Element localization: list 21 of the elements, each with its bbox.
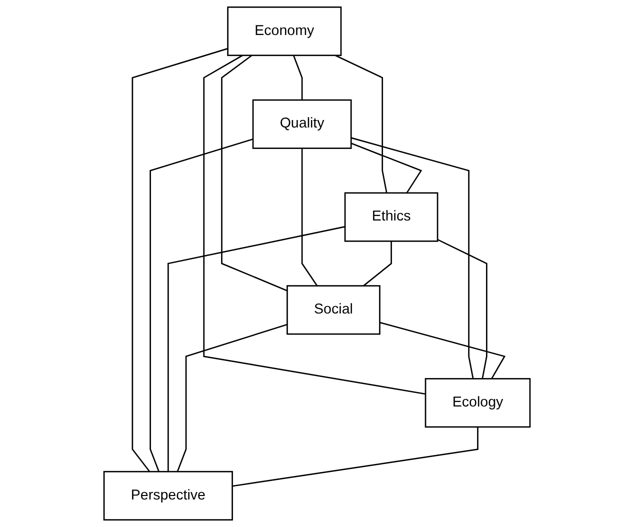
connector xyxy=(150,138,254,472)
connector xyxy=(203,54,426,395)
connector xyxy=(168,226,346,472)
connector xyxy=(292,55,303,100)
connector xyxy=(350,142,422,194)
connector xyxy=(334,54,388,194)
connector xyxy=(380,322,506,380)
connector xyxy=(437,238,488,379)
node-box: Quality xyxy=(252,99,352,149)
connector xyxy=(176,324,288,472)
connector xyxy=(232,426,478,487)
connector xyxy=(221,54,288,292)
connector xyxy=(301,148,318,286)
node-box: Ecology xyxy=(424,378,531,428)
node-box: Social xyxy=(286,285,380,335)
connector xyxy=(350,137,474,379)
connector xyxy=(363,241,392,286)
node-box: Ethics xyxy=(344,192,438,242)
node-box: Perspective xyxy=(103,470,233,521)
connector xyxy=(132,48,228,472)
node-box: Economy xyxy=(227,6,342,56)
